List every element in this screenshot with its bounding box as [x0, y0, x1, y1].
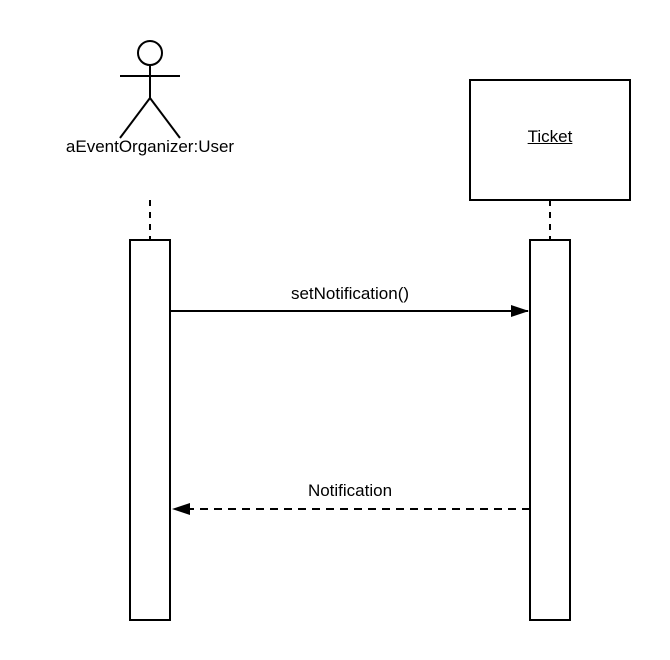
object-activation-bar[interactable] — [529, 239, 571, 621]
object-box[interactable] — [469, 79, 631, 201]
message-notification-label: Notification — [307, 481, 393, 500]
object-name-label: Ticket — [527, 127, 573, 146]
actor-head — [137, 40, 163, 66]
return-arrowhead-icon — [172, 503, 190, 515]
actor-activation-bar[interactable] — [129, 239, 171, 621]
actor-figure-icon — [119, 40, 181, 139]
actor-right-leg — [149, 97, 181, 139]
actor-name-label: aEventOrganizer:User — [65, 137, 235, 156]
actor-left-leg — [119, 97, 151, 139]
message-setnotification-label: setNotification() — [290, 284, 410, 303]
